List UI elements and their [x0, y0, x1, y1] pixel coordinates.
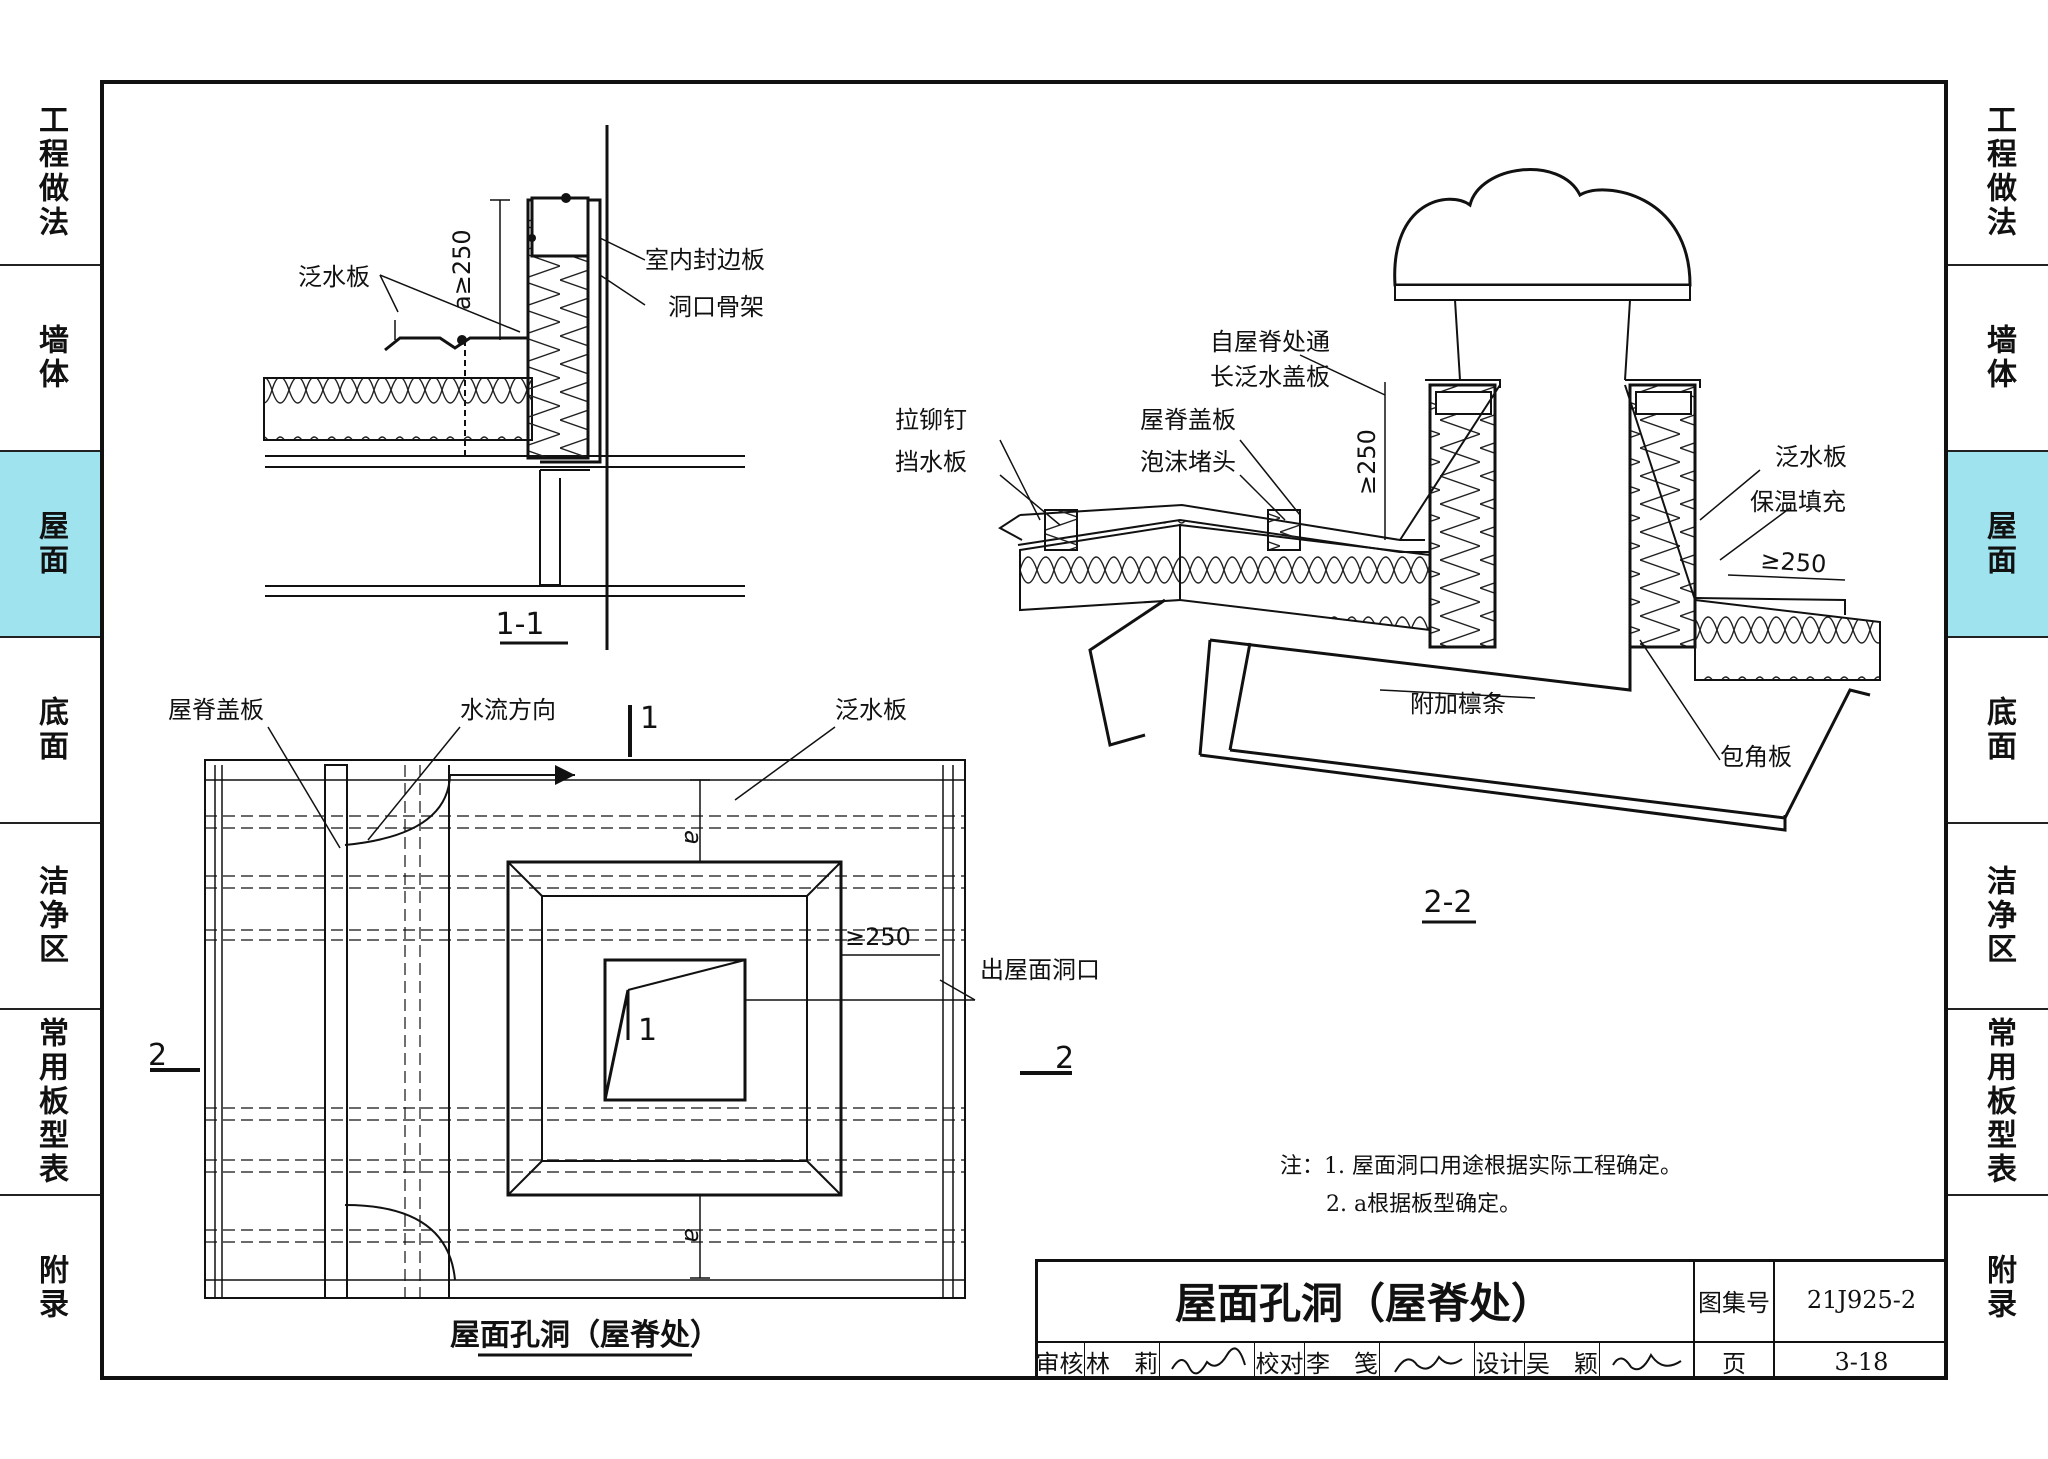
title-block-divider — [1035, 1341, 1948, 1343]
label-dim-250-horizontal: ≥250 — [1760, 546, 1828, 579]
label-insulation-fill: 保温填充 — [1750, 488, 1846, 516]
checker-name: 李 笺 — [1305, 1343, 1380, 1380]
title-block — [1035, 1259, 1948, 1380]
sidebar-item-label: 底面 — [1981, 696, 2016, 764]
sidebar-item-appendix[interactable]: 附录 — [0, 1196, 100, 1380]
sidebar-item-label: 工程做法 — [33, 104, 68, 240]
sidebar-item-bottom[interactable]: 底面 — [0, 638, 100, 824]
label-opening: 出屋面洞口 — [980, 956, 1100, 984]
section-cut-2-left: 2 — [148, 1038, 167, 1073]
label-corner-trim: 包角板 — [1720, 743, 1792, 771]
label-ridge-flashing-2: 长泛水盖板 — [1210, 363, 1330, 391]
plan-title: 屋面孔洞（屋脊处） — [450, 1318, 720, 1353]
sidebar-item-label: 附录 — [1981, 1254, 2016, 1322]
sidebar-item-label: 屋面 — [33, 510, 68, 578]
sidebar-item-label: 常用板型表 — [33, 1017, 68, 1187]
label-flow-direction: 水流方向 — [460, 696, 556, 724]
sidebar-item-label: 洁净区 — [33, 865, 68, 967]
dim-line-250-horizontal — [1727, 574, 1846, 581]
sidebar-item-clean-zone[interactable]: 洁净区 — [0, 824, 100, 1010]
sidebar-item-appendix[interactable]: 附录 — [1948, 1196, 2048, 1380]
page-label: 页 — [1695, 1343, 1775, 1380]
label-rivet: 拉铆钉 — [895, 406, 967, 434]
review-label: 审核 — [1035, 1343, 1085, 1380]
label-opening-frame: 洞口骨架 — [668, 293, 764, 321]
sidebar-item-label: 墙体 — [33, 324, 68, 392]
atlas-number: 21J925-2 — [1806, 1286, 1917, 1314]
section-mark-1-1: 1-1 — [496, 607, 545, 642]
sidebar-item-panel-table[interactable]: 常用板型表 — [1948, 1010, 2048, 1196]
plan-view: 1 a a ≥250 出屋面洞口 屋脊盖板 水流方向 泛水板 1 2 2 屋面孔… — [148, 696, 1100, 1357]
section-mark-2-2: 2-2 — [1424, 885, 1473, 920]
check-label: 校对 — [1255, 1343, 1305, 1380]
sidebar-item-label: 墙体 — [1981, 324, 2016, 392]
label-flashing-plan: 泛水板 — [835, 696, 907, 724]
section-cut-2-right: 2 — [1055, 1041, 1074, 1076]
reviewer-name: 林 莉 — [1085, 1343, 1160, 1380]
sidebar-item-roof[interactable]: 屋面 — [1948, 452, 2048, 638]
sidebar-item-engineering[interactable]: 工程做法 — [0, 80, 100, 266]
label-flashing-2-2: 泛水板 — [1775, 443, 1847, 471]
checker-signature — [1380, 1343, 1475, 1380]
label-dim-a-250: a≥250 — [448, 229, 476, 310]
right-sidebar: 工程做法 墙体 屋面 底面 洁净区 常用板型表 附录 — [1948, 80, 2048, 1380]
label-ridge-cap-plan: 屋脊盖板 — [168, 696, 264, 724]
label-dim-250-vertical: ≥250 — [1353, 429, 1381, 495]
page-number: 3-18 — [1834, 1347, 1889, 1376]
sidebar-item-label: 屋面 — [1981, 510, 2016, 578]
sidebar-item-bottom[interactable]: 底面 — [1948, 638, 2048, 824]
sidebar-item-label: 底面 — [33, 696, 68, 764]
label-ridge-flashing-1: 自屋脊处通 — [1210, 328, 1330, 356]
detail-2-2: 自屋脊处通 长泛水盖板 拉铆钉 挡水板 屋脊盖板 泡沫堵头 ≥250 泛水板 保… — [895, 168, 1881, 924]
sidebar-item-label: 附录 — [33, 1254, 68, 1322]
note-item: 1. 屋面洞口用途根据实际工程确定。 — [1324, 1154, 1683, 1179]
sidebar-item-wall[interactable]: 墙体 — [1948, 266, 2048, 452]
sidebar-item-label: 工程做法 — [1981, 104, 2016, 240]
reviewer-signature — [1160, 1343, 1255, 1380]
label-inner-trim: 室内封边板 — [645, 246, 765, 274]
label-flashing-1-1: 泛水板 — [298, 263, 370, 291]
sidebar-item-roof[interactable]: 屋面 — [0, 452, 100, 638]
label-ridge-cap-2-2: 屋脊盖板 — [1140, 406, 1236, 434]
label-foam-plug: 泡沫堵头 — [1140, 448, 1236, 476]
left-sidebar: 工程做法 墙体 屋面 底面 洁净区 常用板型表 附录 — [0, 80, 100, 1380]
note-item: 2. a根据板型确定。 — [1326, 1192, 1522, 1217]
sidebar-item-label: 常用板型表 — [1981, 1017, 2016, 1187]
sidebar-item-engineering[interactable]: 工程做法 — [1948, 80, 2048, 266]
sidebar-item-panel-table[interactable]: 常用板型表 — [0, 1010, 100, 1196]
notes: 注：1. 屋面洞口用途根据实际工程确定。 2. a根据板型确定。 — [1280, 1148, 1682, 1224]
label-water-stop: 挡水板 — [895, 448, 967, 476]
title-block-title: 屋面孔洞（屋脊处） — [1035, 1259, 1695, 1341]
dim-a-bottom: a — [679, 1228, 707, 1243]
designer-signature — [1600, 1343, 1695, 1380]
drawing-frame — [100, 80, 1948, 1380]
designer-name: 吴 颖 — [1525, 1343, 1600, 1380]
notes-heading: 注： — [1280, 1154, 1325, 1179]
section-cut-1-lower: 1 — [638, 1013, 657, 1048]
dim-a-top: a — [679, 830, 707, 845]
atlas-label: 图集号 — [1695, 1259, 1775, 1341]
label-extra-purlin: 附加檩条 — [1410, 690, 1506, 718]
sidebar-item-label: 洁净区 — [1981, 865, 2016, 967]
design-label: 设计 — [1475, 1343, 1525, 1380]
sidebar-item-wall[interactable]: 墙体 — [0, 266, 100, 452]
sidebar-item-clean-zone[interactable]: 洁净区 — [1948, 824, 2048, 1010]
detail-1-1: 泛水板 a≥250 室内封边板 洞口骨架 1-1 — [263, 125, 765, 650]
dim-250-plan: ≥250 — [845, 923, 911, 951]
section-cut-1-upper: 1 — [640, 701, 659, 736]
